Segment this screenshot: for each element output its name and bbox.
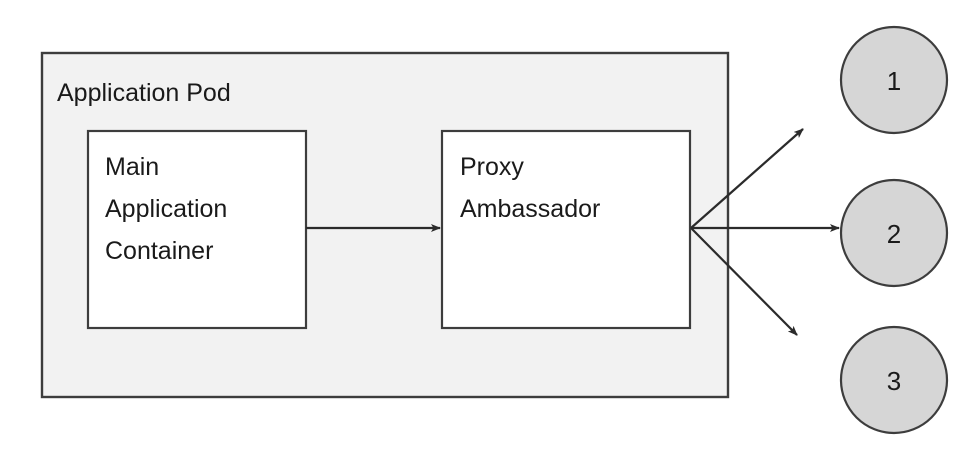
endpoint-2-circle[interactable] bbox=[839, 178, 949, 288]
endpoint-1-label: 1 bbox=[887, 66, 901, 96]
endpoint-3-circle[interactable] bbox=[839, 325, 949, 435]
arrow-proxy-to-endpoint-1 bbox=[690, 128, 804, 229]
proxy-ambassador-group[interactable]: Proxy Ambassador bbox=[440, 129, 692, 330]
endpoint-2-group[interactable]: 2 bbox=[839, 178, 949, 288]
proxy-ambassador-line-2: Ambassador bbox=[460, 195, 600, 223]
endpoint-3-label: 3 bbox=[887, 366, 901, 396]
endpoint-2-label: 2 bbox=[887, 219, 901, 249]
arrow-proxy-to-endpoint-3 bbox=[690, 227, 798, 336]
endpoint-3-group[interactable]: 3 bbox=[839, 325, 949, 435]
application-pod-label: Application Pod bbox=[57, 79, 231, 107]
endpoint-1-group[interactable]: 1 bbox=[839, 25, 949, 135]
proxy-ambassador-line-1: Proxy bbox=[460, 153, 524, 181]
proxy-ambassador-box[interactable] bbox=[440, 129, 692, 330]
main-application-container-line-3: Container bbox=[105, 237, 213, 265]
main-application-container-box[interactable] bbox=[86, 129, 308, 330]
main-application-container-line-1: Main bbox=[105, 153, 159, 181]
endpoint-1-circle[interactable] bbox=[839, 25, 949, 135]
main-application-container-group[interactable]: Main Application Container bbox=[86, 129, 308, 330]
main-application-container-line-2: Application bbox=[105, 195, 227, 223]
